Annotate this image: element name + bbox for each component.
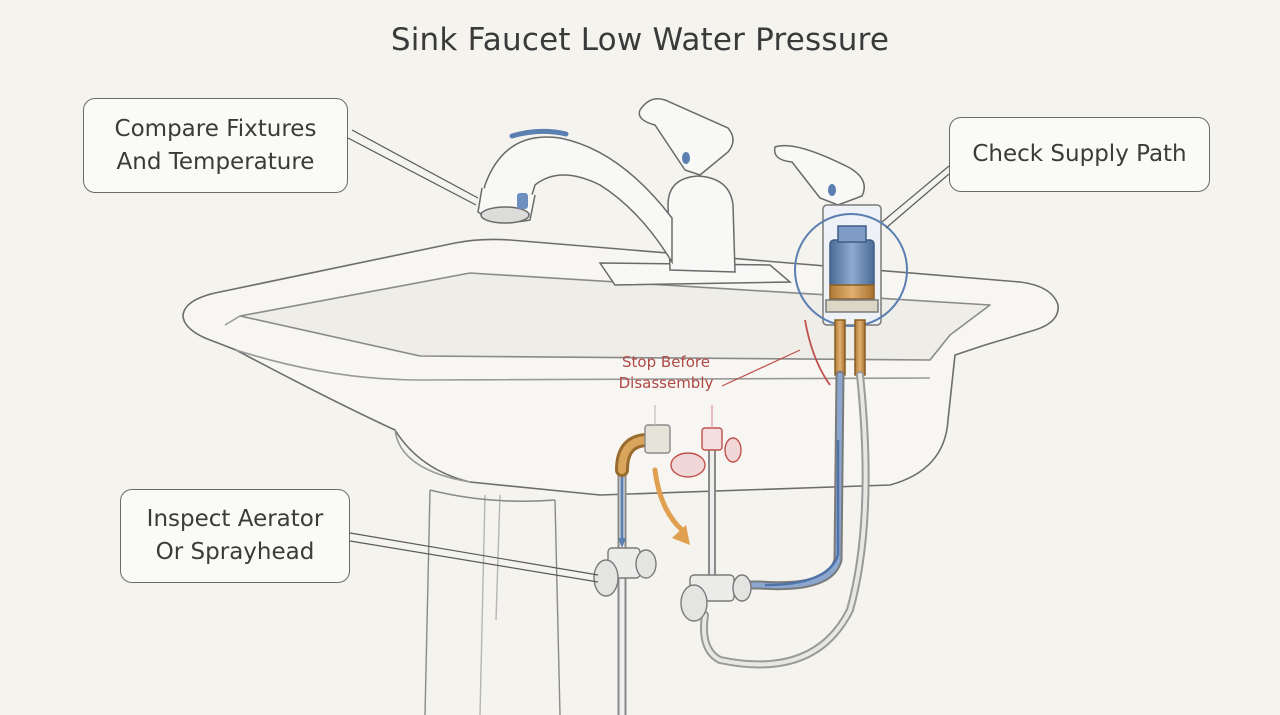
pedestal bbox=[424, 489, 561, 715]
callout-line: Check Supply Path bbox=[972, 141, 1187, 167]
warning-label: Stop Before Disassembly bbox=[598, 352, 734, 394]
callout-line: Or Sprayhead bbox=[155, 539, 315, 565]
warning-line: Disassembly bbox=[618, 374, 714, 392]
page-title: Sink Faucet Low Water Pressure bbox=[390, 22, 890, 58]
leader-lines bbox=[347, 129, 950, 583]
callout-line: And Temperature bbox=[116, 148, 315, 175]
cartridge-faucet bbox=[773, 144, 908, 376]
flow-arrow bbox=[652, 467, 690, 545]
callout-compare-fixtures: Compare Fixtures And Temperature bbox=[83, 98, 348, 193]
warning-line: Stop Before bbox=[622, 353, 710, 371]
callout-line: Compare Fixtures bbox=[114, 115, 317, 142]
hot-valve bbox=[670, 405, 752, 622]
supply-lines bbox=[700, 319, 870, 669]
callout-check-supply: Check Supply Path bbox=[949, 117, 1210, 192]
callout-inspect-aerator: Inspect Aerator Or Sprayhead bbox=[120, 489, 350, 583]
main-faucet bbox=[477, 98, 793, 286]
callout-line: Inspect Aerator bbox=[146, 506, 324, 532]
left-supply-pipe bbox=[593, 405, 671, 715]
